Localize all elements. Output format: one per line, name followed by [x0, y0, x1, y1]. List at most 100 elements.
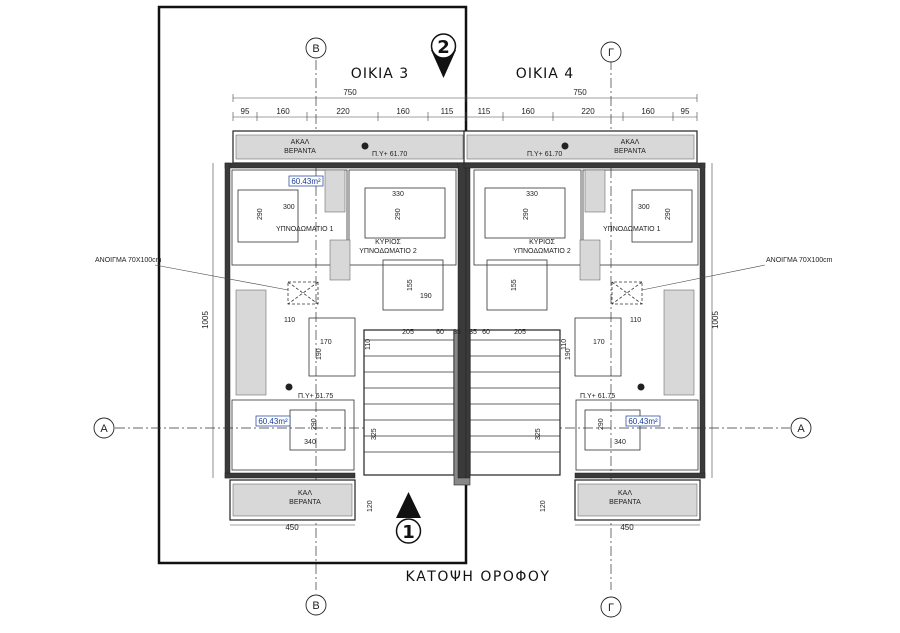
svg-text:95: 95 — [241, 107, 250, 116]
section-marker-2: 2 — [430, 33, 457, 78]
svg-text:ΒΕΡΑΝΤΑ: ΒΕΡΑΝΤΑ — [289, 499, 321, 506]
svg-text:190: 190 — [565, 348, 572, 360]
axis-marker-b-top: B — [305, 37, 327, 59]
axis-marker-g-top: Γ — [600, 41, 622, 63]
svg-text:35: 35 — [469, 329, 477, 336]
svg-text:B: B — [312, 43, 319, 55]
svg-text:155: 155 — [511, 279, 518, 291]
svg-text:115: 115 — [478, 107, 491, 116]
svg-text:290: 290 — [311, 418, 318, 430]
svg-text:60: 60 — [482, 329, 490, 336]
svg-text:ΒΕΡΑΝΤΑ: ΒΕΡΑΝΤΑ — [614, 148, 646, 155]
svg-text:160: 160 — [521, 107, 535, 116]
house-4-title: ΟΙΚΙΑ 4 — [516, 66, 574, 82]
svg-text:1005: 1005 — [201, 311, 210, 329]
svg-text:ΑΚΑΛ: ΑΚΑΛ — [291, 139, 310, 146]
svg-text:120: 120 — [540, 500, 547, 512]
svg-text:60.43m²: 60.43m² — [628, 417, 658, 426]
svg-text:60.43m²: 60.43m² — [258, 417, 288, 426]
svg-text:Γ: Γ — [608, 47, 614, 59]
svg-text:220: 220 — [581, 107, 595, 116]
overall-dimension-right: 750 — [466, 88, 698, 102]
svg-text:205: 205 — [514, 329, 526, 336]
svg-text:Π.Υ+ 61.70: Π.Υ+ 61.70 — [527, 151, 562, 158]
svg-text:35: 35 — [453, 329, 461, 336]
svg-text:Π.Υ+ 61.75: Π.Υ+ 61.75 — [580, 393, 615, 400]
svg-text:95: 95 — [681, 107, 690, 116]
section-marker-1: 1 — [395, 492, 422, 544]
svg-text:110: 110 — [365, 339, 372, 350]
svg-text:160: 160 — [641, 107, 655, 116]
svg-text:Π.Υ+ 61.75: Π.Υ+ 61.75 — [298, 393, 333, 400]
svg-text:300: 300 — [283, 204, 295, 211]
axis-marker-a-right: A — [790, 417, 812, 439]
svg-text:Γ: Γ — [608, 602, 614, 614]
svg-text:ΥΠΝΟΔΩΜΑΤΙΟ 2: ΥΠΝΟΔΩΜΑΤΙΟ 2 — [513, 248, 571, 255]
svg-text:120: 120 — [367, 500, 374, 512]
svg-text:750: 750 — [573, 88, 587, 97]
svg-text:ΑΚΑΛ: ΑΚΑΛ — [621, 139, 640, 146]
segment-dimensions-right: 115 160 220 160 95 — [466, 107, 698, 121]
svg-text:Π.Υ+ 61.70: Π.Υ+ 61.70 — [372, 151, 407, 158]
svg-text:155: 155 — [407, 279, 414, 291]
svg-text:160: 160 — [396, 107, 410, 116]
svg-text:325: 325 — [371, 428, 378, 440]
svg-text:290: 290 — [665, 208, 672, 220]
house-4-plan — [463, 130, 766, 526]
svg-text:ΥΠΝΟΔΩΜΑΤΙΟ 1: ΥΠΝΟΔΩΜΑΤΙΟ 1 — [276, 226, 334, 233]
svg-text:ΥΠΝΟΔΩΜΑΤΙΟ 2: ΥΠΝΟΔΩΜΑΤΙΟ 2 — [359, 248, 417, 255]
svg-text:290: 290 — [523, 208, 530, 220]
svg-text:340: 340 — [614, 439, 626, 446]
house-3-title: ΟΙΚΙΑ 3 — [351, 66, 409, 82]
svg-text:160: 160 — [276, 107, 290, 116]
svg-text:60: 60 — [436, 329, 444, 336]
svg-text:170: 170 — [320, 339, 332, 346]
svg-text:ΒΕΡΑΝΤΑ: ΒΕΡΑΝΤΑ — [609, 499, 641, 506]
svg-text:450: 450 — [285, 523, 299, 532]
svg-text:450: 450 — [620, 523, 634, 532]
svg-text:1005: 1005 — [711, 311, 720, 329]
axis-marker-g-bottom: Γ — [600, 596, 622, 618]
svg-text:290: 290 — [598, 418, 605, 430]
axis-marker-b-bottom: B — [305, 594, 327, 616]
svg-text:A: A — [797, 423, 805, 435]
axis-marker-a-left: A — [93, 417, 115, 439]
house-3-plan: ΑΚΑΛ ΒΕΡΑΝΤΑ 300 290 ΥΠΝΟΔΩΜΑΤΙΟ 1 60.43… — [95, 130, 467, 532]
svg-text:340: 340 — [304, 439, 316, 446]
svg-text:ΚΑΛ: ΚΑΛ — [618, 490, 632, 497]
svg-text:330: 330 — [526, 191, 538, 198]
svg-text:ΚΥΡΙΟΣ: ΚΥΡΙΟΣ — [375, 239, 401, 246]
svg-text:330: 330 — [392, 191, 404, 198]
svg-text:115: 115 — [441, 107, 454, 116]
central-stairs: 205 60 35 35 60 205 325 325 110 110 — [363, 162, 568, 486]
svg-text:ΑΝΟΙΓΜΑ 70Χ100cm: ΑΝΟΙΓΜΑ 70Χ100cm — [95, 257, 162, 264]
svg-text:170: 170 — [593, 339, 605, 346]
svg-text:2: 2 — [437, 37, 450, 58]
svg-text:290: 290 — [257, 208, 264, 220]
svg-text:190: 190 — [420, 293, 432, 300]
svg-text:110: 110 — [630, 317, 641, 324]
svg-text:1: 1 — [402, 522, 415, 543]
svg-text:110: 110 — [561, 339, 568, 350]
height-dimension-right: 1005 — [711, 163, 720, 478]
svg-text:220: 220 — [336, 107, 350, 116]
svg-text:290: 290 — [395, 208, 402, 220]
svg-text:B: B — [312, 600, 319, 612]
overall-dimension-left: 750 — [232, 88, 467, 102]
svg-text:300: 300 — [638, 204, 650, 211]
svg-text:ΚΑΛ: ΚΑΛ — [298, 490, 312, 497]
svg-text:205: 205 — [402, 329, 414, 336]
svg-text:750: 750 — [343, 88, 357, 97]
segment-dimensions-left: 95 160 220 160 115 — [232, 107, 467, 121]
svg-text:190: 190 — [316, 348, 323, 360]
drawing-title: ΚΑΤΟΨΗ ΟΡΟΦΟΥ — [406, 569, 551, 585]
svg-text:ΑΝΟΙΓΜΑ 70Χ100cm: ΑΝΟΙΓΜΑ 70Χ100cm — [766, 257, 833, 264]
svg-text:110: 110 — [284, 317, 295, 324]
svg-text:325: 325 — [535, 428, 542, 440]
svg-text:ΒΕΡΑΝΤΑ: ΒΕΡΑΝΤΑ — [284, 148, 316, 155]
svg-text:A: A — [100, 423, 108, 435]
svg-text:ΚΥΡΙΟΣ: ΚΥΡΙΟΣ — [529, 239, 555, 246]
svg-text:ΥΠΝΟΔΩΜΑΤΙΟ 1: ΥΠΝΟΔΩΜΑΤΙΟ 1 — [603, 226, 661, 233]
height-dimension-left: 1005 — [201, 163, 214, 478]
